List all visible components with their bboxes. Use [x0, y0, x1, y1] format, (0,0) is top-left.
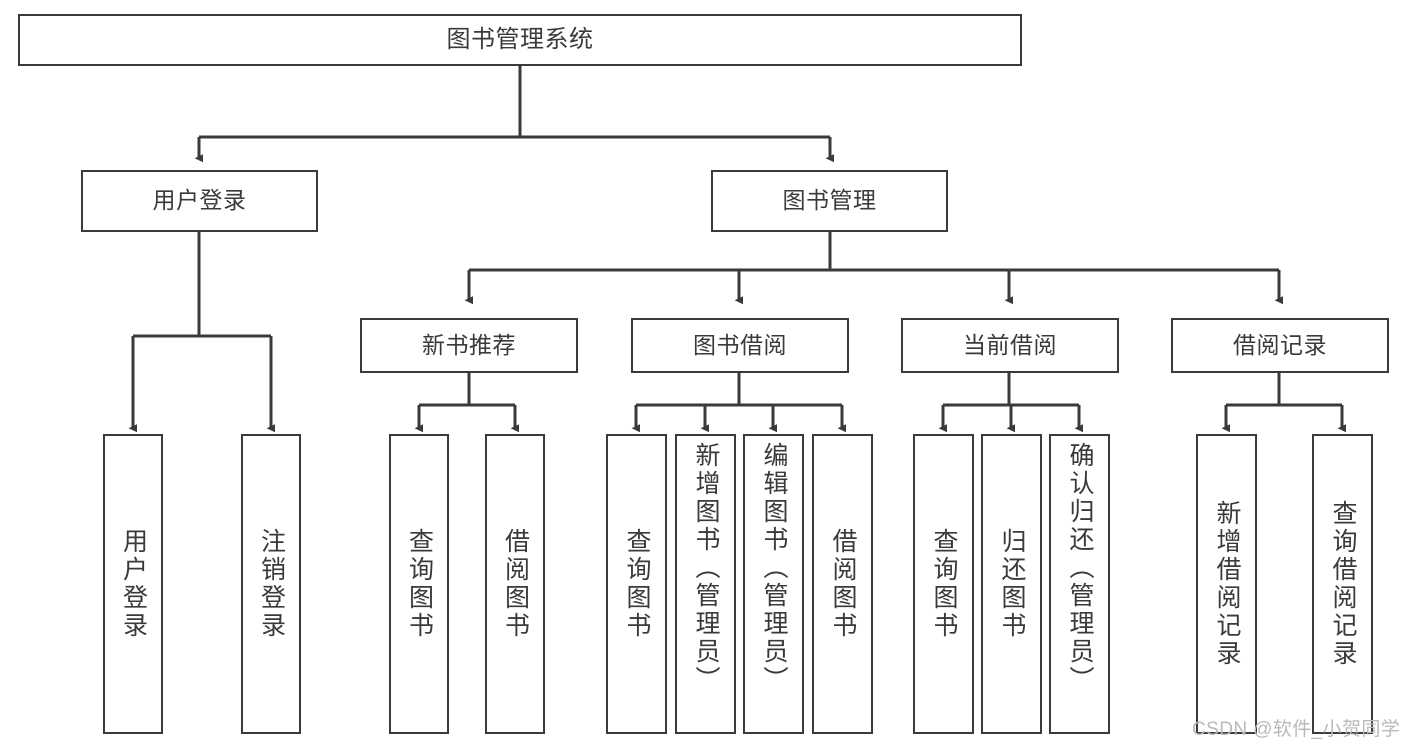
node-label: 注销登录 [257, 528, 286, 640]
node-root-system[interactable]: 图书管理系统 [18, 14, 1022, 66]
node-label: 新书推荐 [422, 331, 516, 358]
node-book-borrow[interactable]: 图书借阅 [631, 318, 849, 373]
node-current-borrow[interactable]: 当前借阅 [901, 318, 1119, 373]
node-label: 查询图书 [623, 528, 651, 640]
node-label: 编辑图书（管理员） [760, 442, 788, 694]
leaf-add-book[interactable]: 新增图书（管理员） [675, 434, 736, 734]
node-label: 确认归还（管理员） [1066, 442, 1094, 694]
node-label: 借阅记录 [1233, 331, 1327, 358]
leaf-add-record[interactable]: 新增借阅记录 [1196, 434, 1257, 734]
node-label: 图书管理系统 [446, 25, 594, 53]
node-label: 图书借阅 [693, 331, 787, 358]
node-label: 借阅图书 [501, 528, 530, 640]
leaf-query-book-1[interactable]: 查询图书 [389, 434, 449, 734]
node-label: 用户登录 [152, 187, 247, 214]
leaf-query-book-3[interactable]: 查询图书 [913, 434, 974, 734]
node-new-book-rec[interactable]: 新书推荐 [360, 318, 578, 373]
node-label: 新增借阅记录 [1213, 500, 1241, 668]
leaf-query-book-2[interactable]: 查询图书 [606, 434, 667, 734]
node-label: 借阅图书 [829, 528, 857, 640]
node-label: 归还图书 [998, 528, 1026, 640]
leaf-query-record[interactable]: 查询借阅记录 [1312, 434, 1373, 734]
leaf-confirm-return[interactable]: 确认归还（管理员） [1049, 434, 1110, 734]
node-label: 查询借阅记录 [1329, 500, 1357, 668]
leaf-borrow-book-2[interactable]: 借阅图书 [812, 434, 873, 734]
node-user-login[interactable]: 用户登录 [81, 170, 318, 232]
node-label: 图书管理 [782, 187, 877, 214]
leaf-user-login[interactable]: 用户登录 [103, 434, 163, 734]
csdn-watermark: CSDN @软件_小贺同学 [1192, 719, 1401, 740]
node-label: 新增图书（管理员） [692, 442, 720, 694]
node-label: 查询图书 [405, 528, 434, 640]
node-label: 查询图书 [930, 528, 958, 640]
leaf-edit-book[interactable]: 编辑图书（管理员） [743, 434, 804, 734]
node-borrow-record[interactable]: 借阅记录 [1171, 318, 1389, 373]
node-book-manage[interactable]: 图书管理 [711, 170, 948, 232]
leaf-return-book[interactable]: 归还图书 [981, 434, 1042, 734]
node-label: 当前借阅 [963, 331, 1057, 358]
node-label: 用户登录 [119, 528, 148, 640]
leaf-logout-login[interactable]: 注销登录 [241, 434, 301, 734]
leaf-borrow-book-1[interactable]: 借阅图书 [485, 434, 545, 734]
